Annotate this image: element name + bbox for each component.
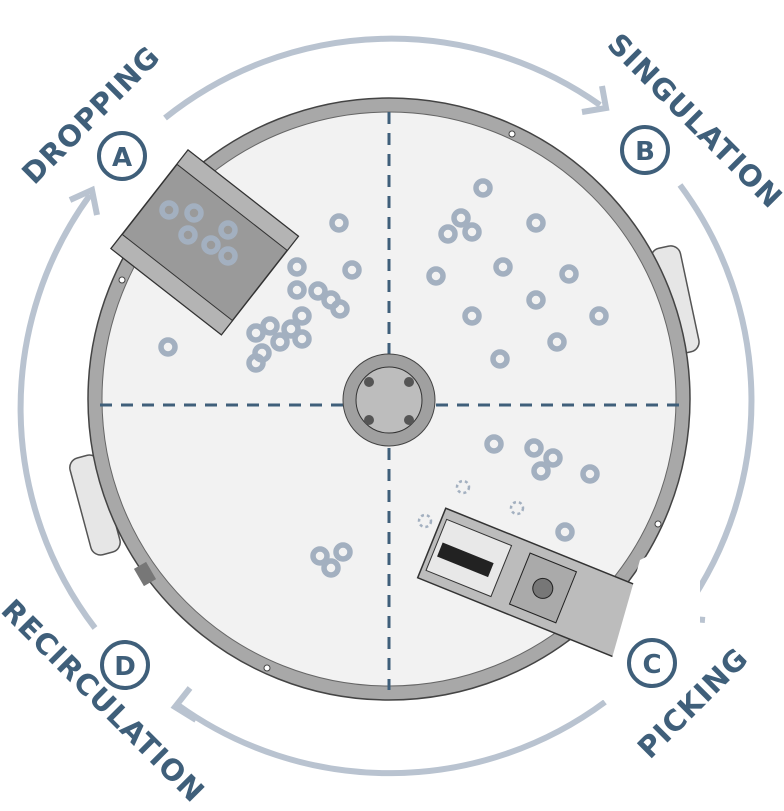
parts-layer — [158, 178, 609, 578]
stage-c-letter: C — [642, 650, 661, 680]
part-washer — [310, 546, 330, 566]
part-washer — [184, 203, 204, 223]
part-washer — [426, 266, 446, 286]
stage-a-letter: A — [112, 143, 132, 173]
stage-a-label: DROPPING — [15, 39, 167, 191]
picking-gripper — [416, 507, 674, 671]
center-hub — [342, 353, 436, 447]
part-washer — [342, 260, 362, 280]
stage-a: A DROPPING — [15, 39, 167, 191]
part-washer — [462, 222, 482, 242]
picked-part-outline — [509, 500, 525, 516]
part-washer — [526, 213, 546, 233]
part-washer — [308, 281, 328, 301]
picked-part-outline — [417, 513, 433, 529]
part-washer — [287, 257, 307, 277]
part-washer — [473, 178, 493, 198]
part-washer — [580, 464, 600, 484]
part-washer — [438, 224, 458, 244]
part-washer — [321, 558, 341, 578]
part-washer — [246, 323, 266, 343]
part-washer — [589, 306, 609, 326]
part-washer — [218, 246, 238, 266]
part-washer — [484, 434, 504, 454]
part-washer — [246, 353, 266, 373]
part-washer — [270, 332, 290, 352]
part-washer — [218, 220, 238, 240]
stage-b-letter: B — [635, 137, 655, 167]
part-washer — [333, 542, 353, 562]
part-washer — [462, 306, 482, 326]
stage-b: B SINGULATION — [601, 27, 784, 215]
part-washer — [490, 349, 510, 369]
part-washer — [555, 522, 575, 542]
part-washer — [159, 200, 179, 220]
part-washer — [330, 299, 350, 319]
part-washer — [178, 225, 198, 245]
part-washer — [526, 290, 546, 310]
part-washer — [524, 438, 544, 458]
picked-part-outline — [455, 479, 471, 495]
part-washer — [158, 337, 178, 357]
part-washer — [287, 280, 307, 300]
quadrant-divider — [100, 112, 680, 690]
part-washer — [329, 213, 349, 233]
arc-c-to-d — [176, 699, 607, 777]
part-washer — [292, 306, 312, 326]
part-washer — [201, 235, 221, 255]
part-washer — [451, 208, 471, 228]
arrowhead-b-icon — [581, 85, 610, 115]
stage-d-letter: D — [114, 652, 136, 682]
dropper-parts — [159, 200, 238, 266]
part-washer — [493, 257, 513, 277]
arc-b-to-c — [677, 183, 755, 612]
cycle-arrows — [17, 35, 755, 777]
part-washer — [559, 264, 579, 284]
part-washer — [531, 461, 551, 481]
arrowhead-a-icon — [68, 185, 100, 216]
part-washer — [543, 448, 563, 468]
arc-d-to-a — [17, 193, 98, 630]
part-washer — [292, 329, 312, 349]
part-washer — [547, 332, 567, 352]
arc-a-to-b — [163, 35, 602, 121]
arrowhead-d-icon — [170, 686, 198, 723]
part-washer — [281, 319, 301, 339]
stage-b-label: SINGULATION — [601, 27, 784, 215]
part-washer — [260, 316, 280, 336]
